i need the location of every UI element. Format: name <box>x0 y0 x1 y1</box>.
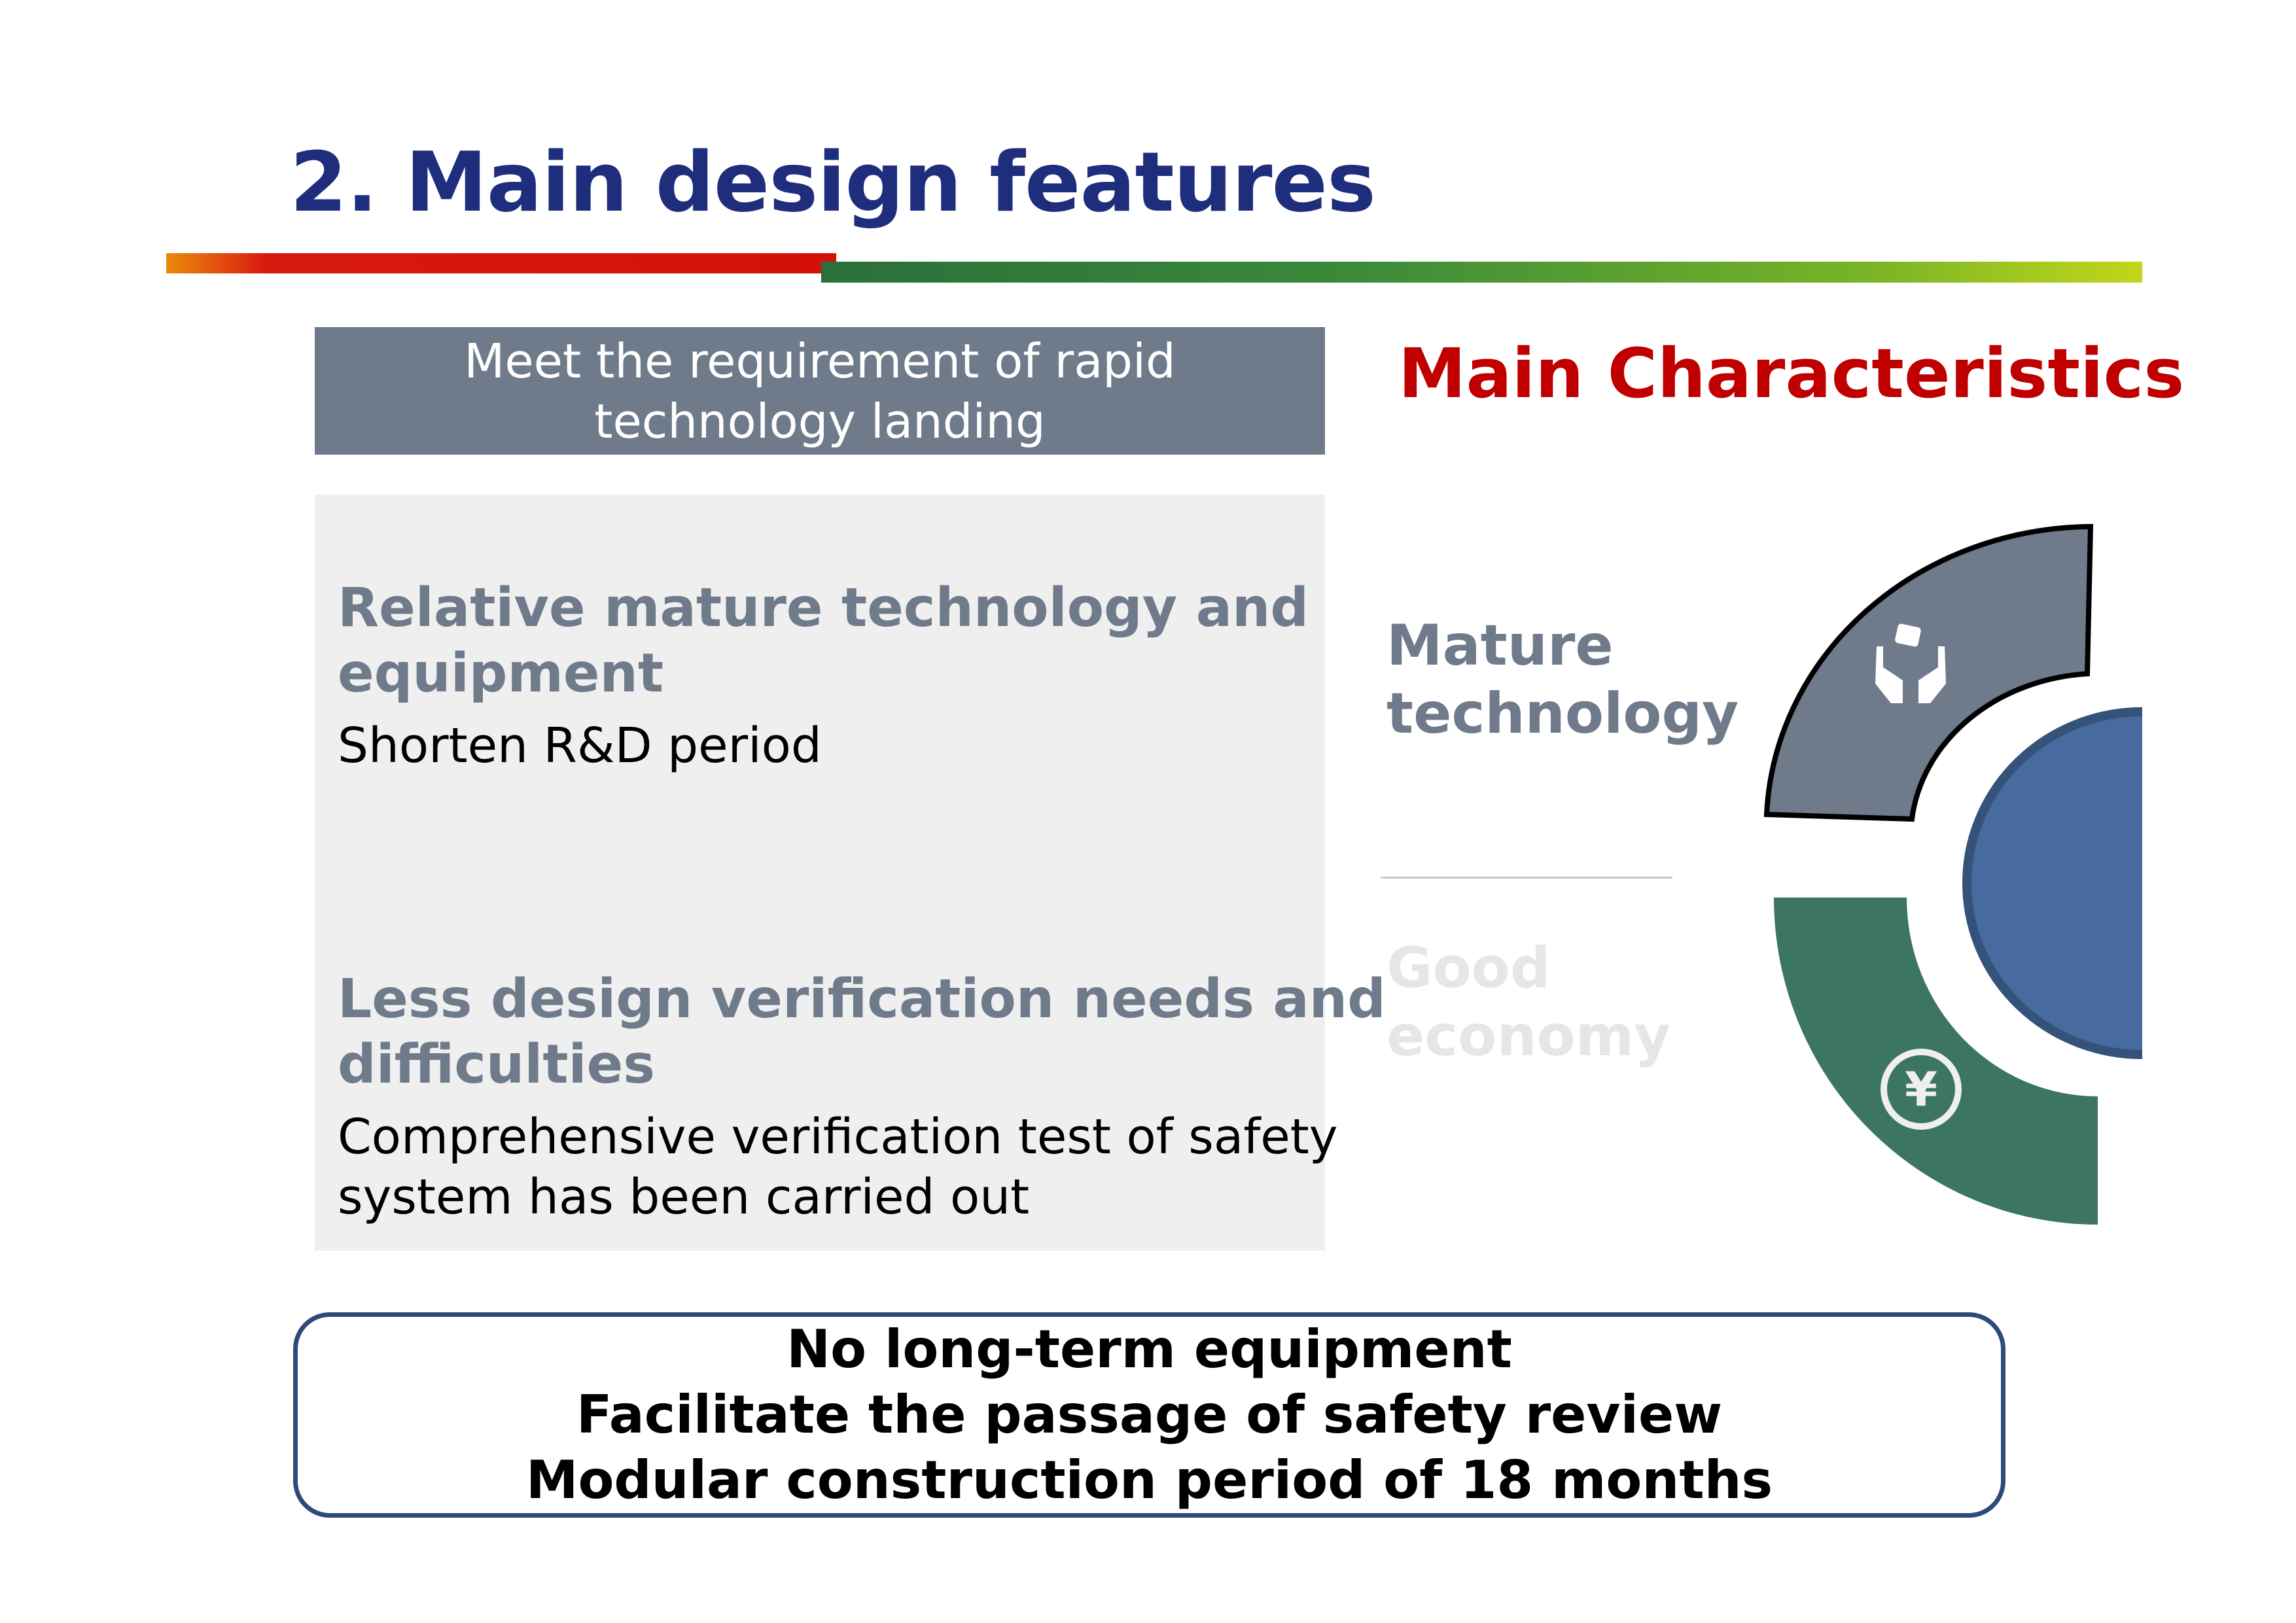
characteristic-good-economy: Good economy <box>1386 934 1670 1070</box>
feature-body: Comprehensive verification test of safet… <box>338 1109 1338 1165</box>
characteristic-label: Good <box>1386 935 1551 1001</box>
hands-holding-box-icon <box>1875 623 1946 703</box>
feature-heading: difficulties <box>338 1034 656 1096</box>
characteristics-heading: Main Characteristics <box>1398 334 2185 413</box>
title-underline-red <box>166 253 836 273</box>
summary-line-2: Facilitate the passage of safety review <box>576 1384 1723 1445</box>
summary-box: No long-term equipment Facilitate the pa… <box>293 1312 2005 1518</box>
features-panel <box>315 495 1325 1251</box>
mature-technology-segment <box>1763 523 2094 822</box>
good-economy-segment <box>1774 898 2098 1225</box>
page-title: 2. Main design features <box>290 134 1376 230</box>
characteristic-label: economy <box>1386 1003 1671 1069</box>
feature-heading: Less design verification needs and <box>338 968 1386 1030</box>
feature-body: Shorten R&D period <box>338 718 822 774</box>
title-underline-green <box>821 262 2142 283</box>
feature-item-2: Less design verification needs and diffi… <box>338 967 1386 1227</box>
characteristic-label: technology <box>1386 681 1739 746</box>
characteristic-label: Mature <box>1386 613 1614 678</box>
characteristic-mature-technology: Mature technology <box>1386 612 1739 748</box>
yen-coin-icon: ¥ <box>1881 1049 1962 1130</box>
svg-text:¥: ¥ <box>1905 1062 1937 1117</box>
feature-heading: equipment <box>338 642 664 705</box>
summary-line-1: No long-term equipment <box>786 1319 1512 1380</box>
center-circle <box>1962 707 2142 1059</box>
requirement-line-2: technology landing <box>594 393 1046 449</box>
divider <box>1381 877 1672 879</box>
summary-line-3: Modular construction period of 18 months <box>525 1450 1773 1510</box>
requirement-line-1: Meet the requirement of rapid <box>464 333 1176 389</box>
feature-item-1: Relative mature technology and equipment… <box>338 576 1309 776</box>
feature-body: system has been carried out <box>338 1169 1030 1225</box>
feature-heading: Relative mature technology and <box>338 577 1309 639</box>
